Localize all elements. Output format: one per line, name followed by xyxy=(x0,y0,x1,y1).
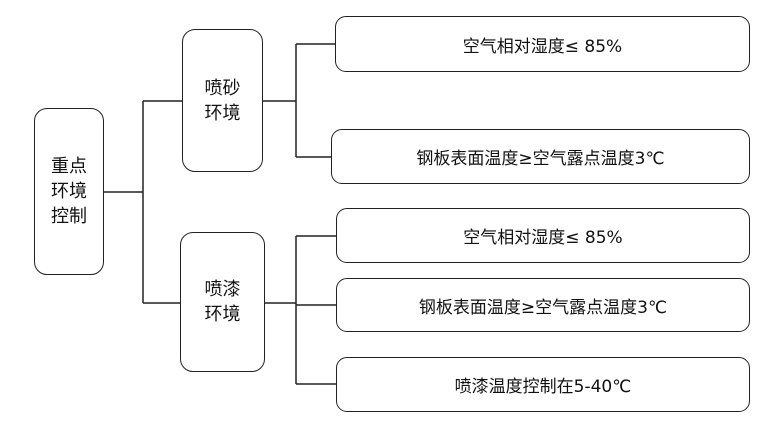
branch-node-sandblasting: 喷砂 环境 xyxy=(182,29,263,172)
leaf-painting-humidity: 空气相对湿度≤ 85% xyxy=(336,208,750,263)
root-node: 重点 环境 控制 xyxy=(34,108,104,275)
branch-node-painting: 喷漆 环境 xyxy=(180,232,265,372)
leaf-painting-steel-temperature: 钢板表面温度≥空气露点温度3℃ xyxy=(336,278,750,332)
leaf-sandblasting-humidity: 空气相对湿度≤ 85% xyxy=(335,16,750,72)
leaf-painting-temperature-range: 喷漆温度控制在5-40℃ xyxy=(336,357,750,412)
leaf-sandblasting-steel-temperature: 钢板表面温度≥空气露点温度3℃ xyxy=(331,129,750,184)
